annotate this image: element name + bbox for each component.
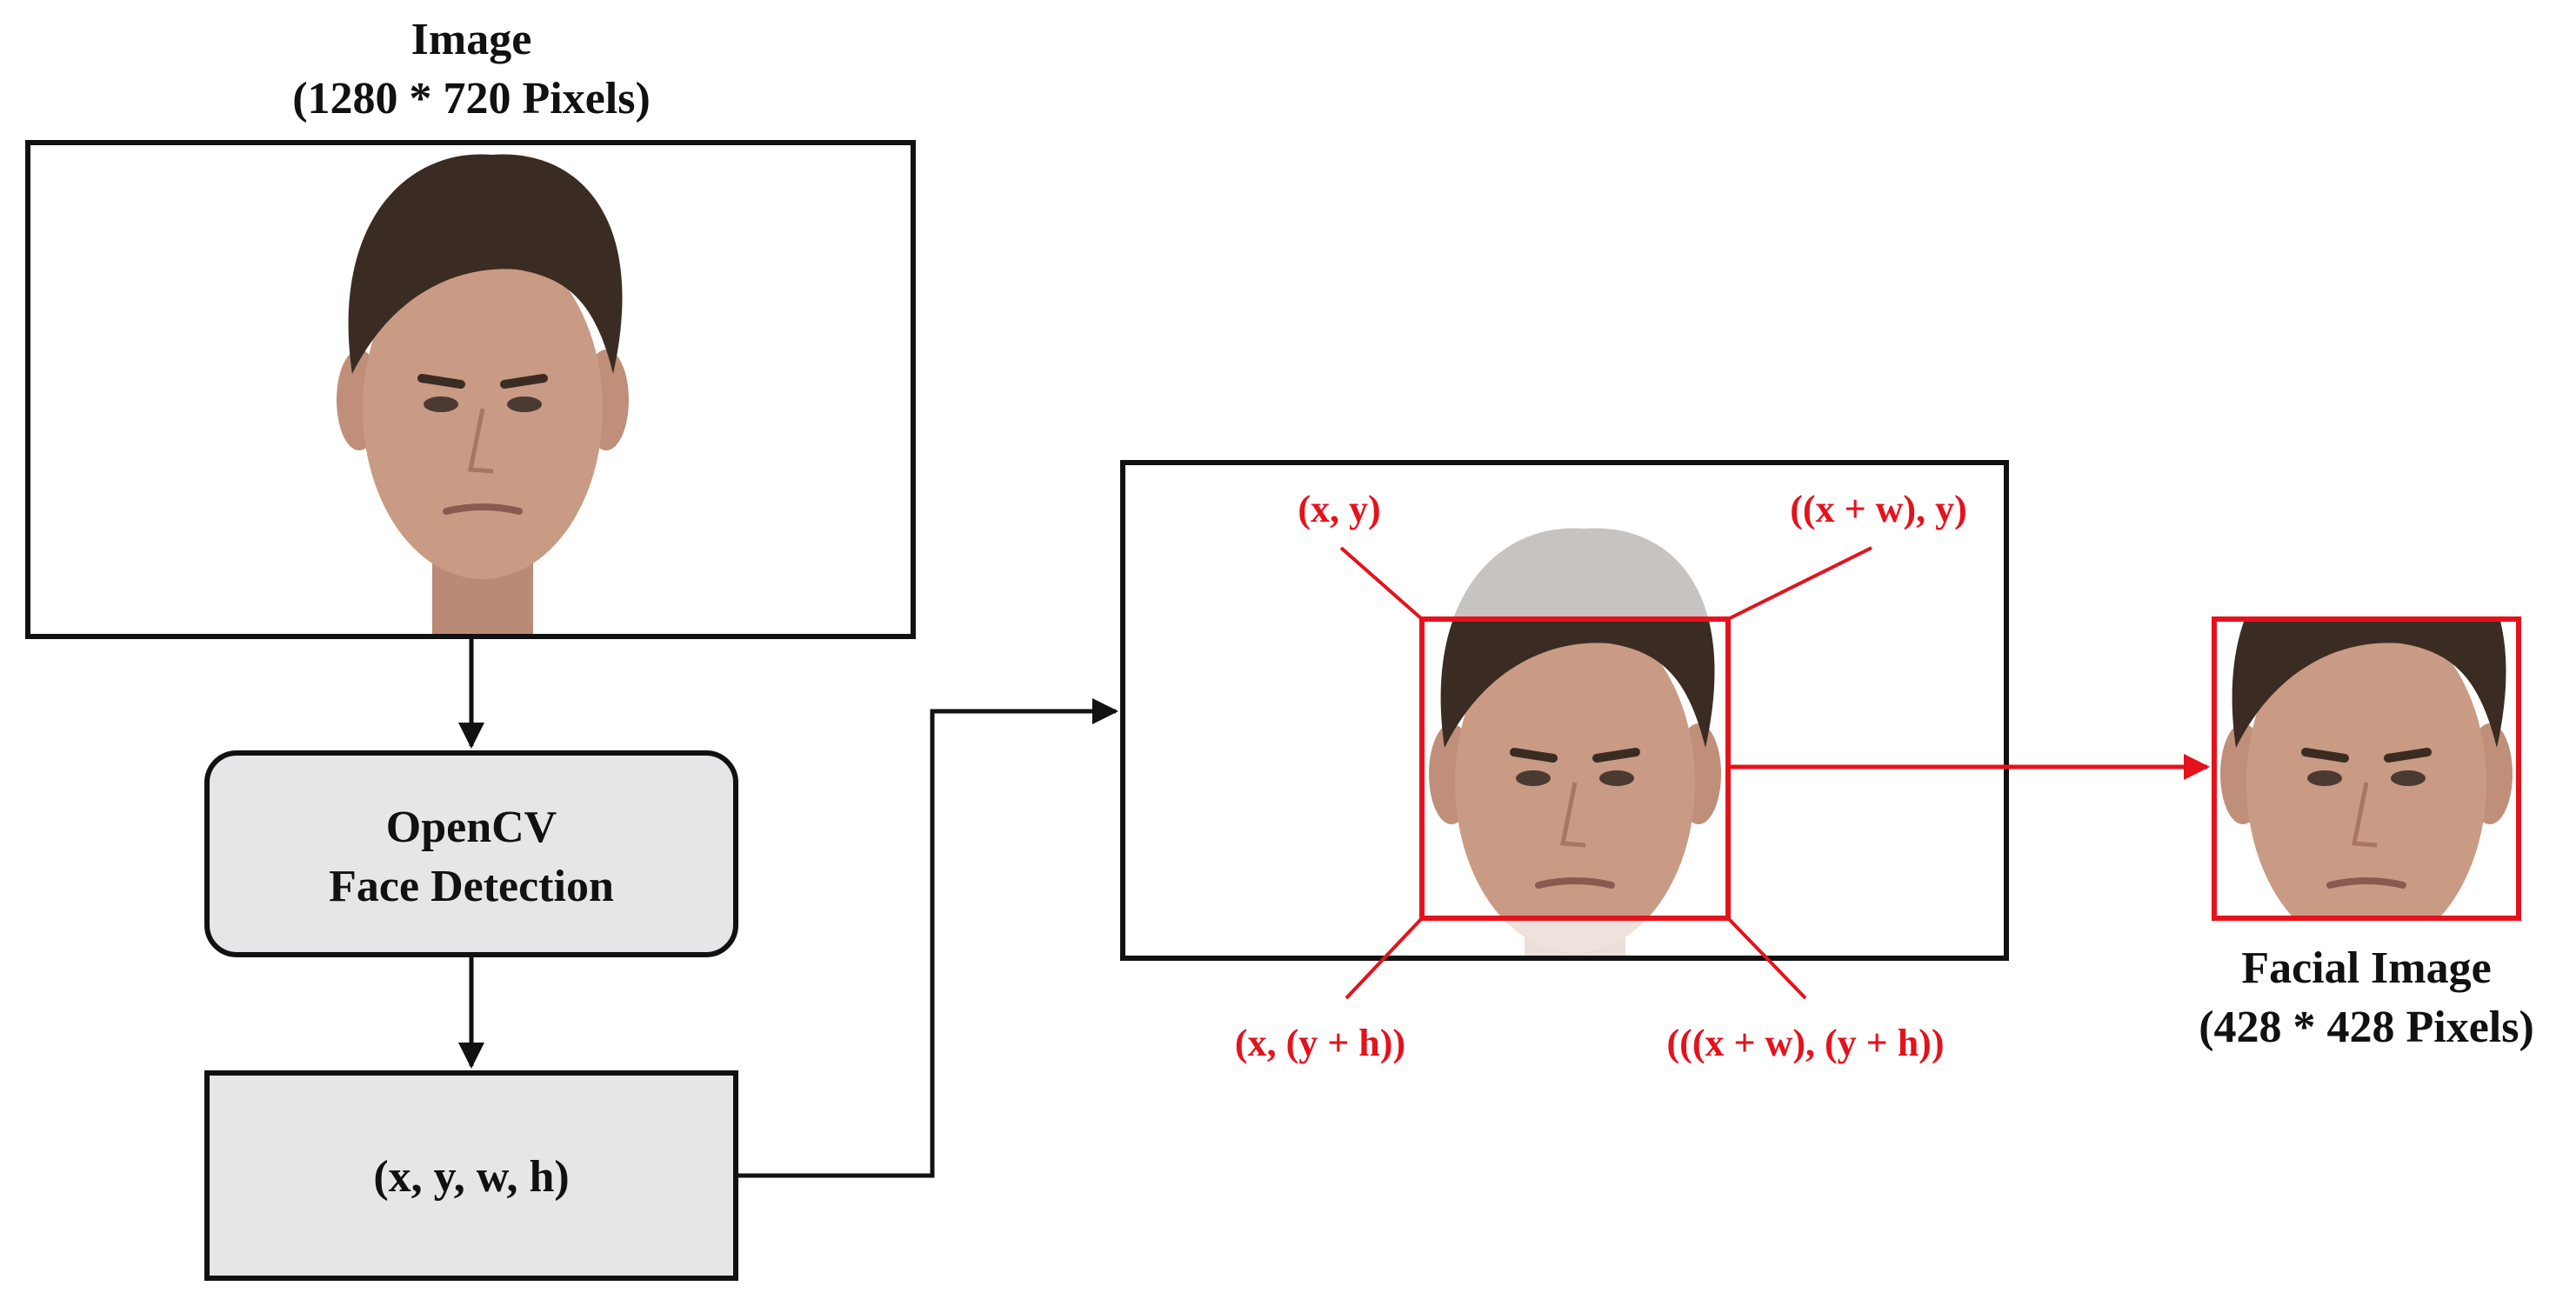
corner-label-bottom-left: (x, (y + h)): [1235, 1022, 1405, 1064]
coordinates-label: (x, y, w, h): [373, 1152, 569, 1202]
leader-top-left: [1339, 546, 1424, 621]
facial-image-resolution: (428 * 428 Pixels): [2199, 1003, 2534, 1052]
detection-box-line2: Face Detection: [329, 862, 614, 911]
bbox-image-frame: [1120, 460, 2009, 961]
corner-label-top-right: ((x + w), y): [1790, 488, 1966, 530]
detection-box-line1: OpenCV: [386, 803, 557, 852]
corner-label-bottom-right: (((x + w), (y + h)): [1667, 1022, 1945, 1064]
input-image-title: Image: [411, 15, 532, 64]
facial-image-frame: [2212, 616, 2521, 921]
detected-face-region-icon: [1422, 619, 1728, 918]
leader-top-right: [1727, 546, 1872, 621]
leader-bottom-right: [1726, 916, 1807, 1000]
input-image-resolution: (1280 * 720 Pixels): [292, 74, 651, 123]
leader-bottom-left: [1345, 916, 1424, 1000]
corner-label-top-left: (x, y): [1298, 488, 1380, 530]
facial-image-title: Facial Image: [2241, 943, 2491, 993]
opencv-face-detection-box: OpenCV Face Detection: [204, 750, 738, 957]
arrow-coords-to-bbox-image: [736, 698, 1118, 1178]
coordinates-box: (x, y, w, h): [204, 1070, 738, 1281]
input-image-frame: [25, 140, 916, 639]
